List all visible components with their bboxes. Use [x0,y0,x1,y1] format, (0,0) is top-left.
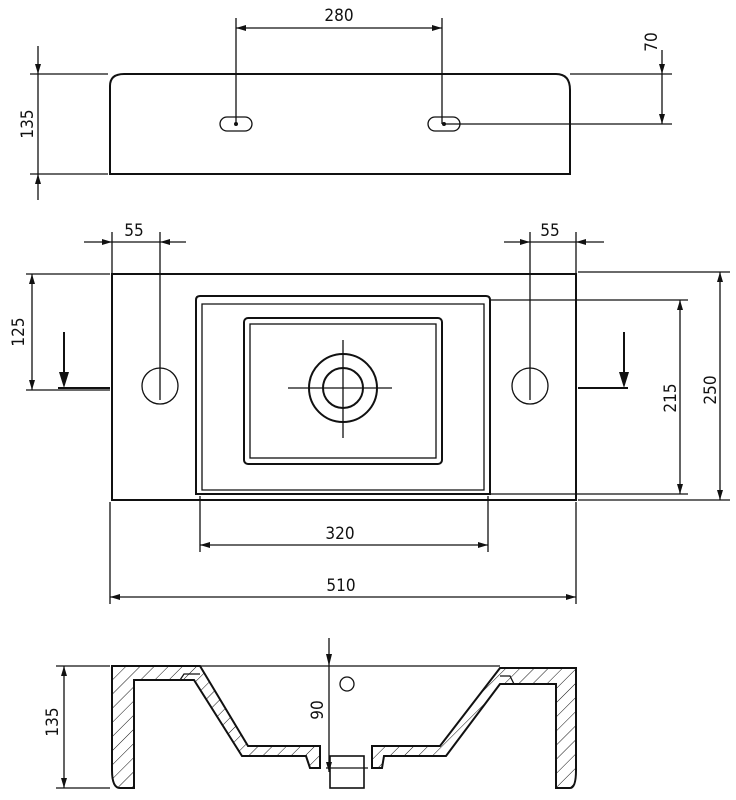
dim-hole-depth: 125 [9,273,110,391]
dim-section-height: 135 [43,665,110,789]
dim-left-edge-hole-label: 55 [124,221,143,241]
section-marker-left [58,332,110,389]
dim-total-depth: 250 [578,271,730,501]
dim-total-width: 510 [109,502,577,604]
dim-bowl-depth: 215 [490,299,688,495]
basin-rim [195,295,491,495]
dim-hole-offset-label: 70 [642,32,662,51]
dim-hole-spacing: 280 [235,6,443,124]
dim-hole-offset: 70 [444,32,672,125]
top-view-outline [109,73,571,175]
section-right-wall [371,667,577,789]
dim-drain-depth: 90 [308,638,332,772]
dim-total-depth-label: 250 [701,375,721,404]
dim-right-edge-hole: 55 [504,221,604,400]
dim-left-edge-hole: 55 [84,221,186,400]
dim-bowl-depth-label: 215 [661,383,681,412]
dim-top-height-label: 135 [18,109,38,138]
dim-top-height: 135 [18,46,108,200]
dim-bowl-width-label: 320 [325,524,354,544]
section-view: 90 135 [43,638,577,789]
dim-drain-depth-label: 90 [308,700,328,719]
top-view: 280 70 135 [18,6,672,200]
section-left-wall [111,665,321,789]
dim-total-width-label: 510 [326,576,355,596]
section-drain [326,755,368,789]
section-marker-right [578,332,629,389]
dim-section-height-label: 135 [43,707,63,736]
dim-hole-spacing-label: 280 [324,6,353,26]
dim-right-edge-hole-label: 55 [540,221,559,241]
dim-hole-depth-label: 125 [9,317,29,346]
plan-outline [111,273,577,501]
drain [288,340,392,438]
overflow-hole [339,676,355,692]
plan-view: 55 55 125 [9,221,730,604]
dim-bowl-width: 320 [199,496,489,552]
bowl-outline [243,317,443,465]
